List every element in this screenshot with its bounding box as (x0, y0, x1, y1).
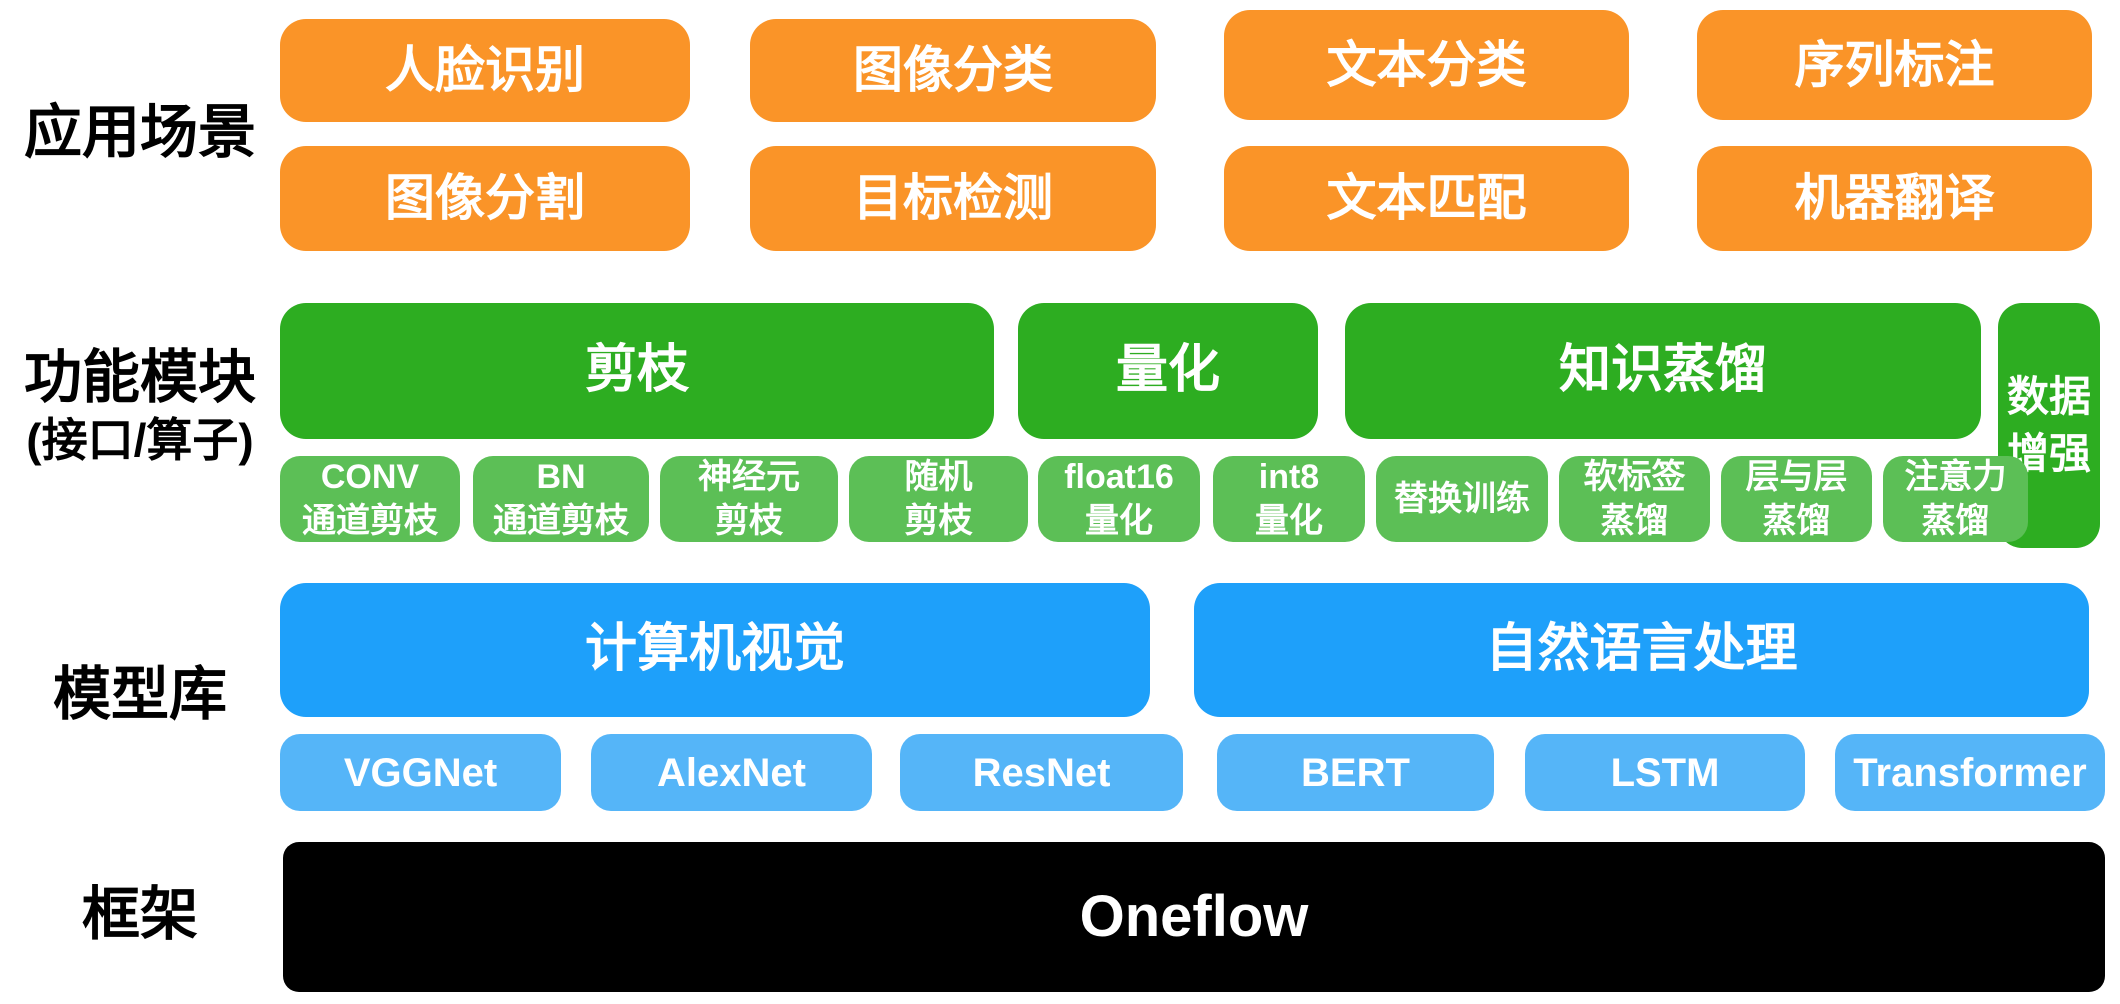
operator-float16-quantization: float16 量化 (1038, 456, 1200, 542)
model-vggnet: VGGNet (280, 734, 561, 811)
tier-label-text: 框架 (81, 882, 198, 947)
operator-line2: 蒸馏 (1921, 502, 1990, 540)
model-transformer: Transformer (1835, 734, 2105, 811)
model-resnet: ResNet (900, 734, 1183, 811)
group-computer-vision: 计算机视觉 (280, 583, 1150, 717)
model-alexnet: AlexNet (591, 734, 872, 811)
operator-conv-channel-pruning: CONV 通道剪枝 (280, 456, 460, 542)
scenario-image-classification: 图像分类 (750, 19, 1156, 122)
operator-line2: 蒸馏 (1762, 502, 1831, 540)
operator-line2: 通道剪枝 (302, 502, 438, 540)
model-lstm: LSTM (1525, 734, 1805, 811)
operator-random-pruning: 随机 剪枝 (849, 456, 1028, 542)
scenario-object-detection: 目标检测 (750, 146, 1156, 251)
tier-label-text: 应用场景 (23, 100, 256, 165)
operator-line2: 剪枝 (904, 502, 973, 540)
operator-neuron-pruning: 神经元 剪枝 (660, 456, 838, 542)
tier-label-function-modules: 功能模块 (接口/算子) (0, 345, 280, 469)
operator-line2: 量化 (1085, 502, 1153, 540)
data-augmentation-line1: 数据 (2006, 372, 2091, 420)
scenario-face-recognition: 人脸识别 (280, 19, 690, 122)
model-bert: BERT (1217, 734, 1494, 811)
operator-bn-channel-pruning: BN 通道剪枝 (473, 456, 649, 542)
operator-int8-quantization: int8 量化 (1213, 456, 1365, 542)
scenario-sequence-labeling: 序列标注 (1697, 10, 2092, 120)
framework-oneflow-bar: Oneflow (283, 842, 2105, 992)
operator-line1: 注意力 (1904, 457, 2007, 496)
operator-line2: 量化 (1255, 502, 1323, 540)
operator-line1: 神经元 (698, 457, 800, 496)
group-nlp: 自然语言处理 (1194, 583, 2089, 717)
operator-line2: 通道剪枝 (493, 502, 629, 540)
group-pruning: 剪枝 (280, 303, 994, 439)
operator-line1: int8 (1258, 457, 1320, 496)
tier-label-framework: 框架 (0, 882, 280, 948)
operator-attention-distillation: 注意力 蒸馏 (1883, 456, 2028, 542)
operator-soft-label-distillation: 软标签 蒸馏 (1559, 456, 1710, 542)
tier-label-subtext: (接口/算子) (26, 414, 254, 466)
operator-line1: 随机 (904, 457, 973, 496)
tier-label-text: 模型库 (52, 662, 227, 727)
operator-replace-training: 替换训练 (1376, 456, 1548, 542)
operator-line2: 剪枝 (715, 502, 783, 540)
scenario-image-segmentation: 图像分割 (280, 146, 690, 251)
operator-line1: 层与层 (1745, 457, 1848, 496)
operator-line1: 软标签 (1583, 457, 1686, 496)
group-knowledge-distillation: 知识蒸馏 (1345, 303, 1981, 439)
scenario-text-classification: 文本分类 (1224, 10, 1629, 120)
operator-layer-distillation: 层与层 蒸馏 (1721, 456, 1872, 542)
operator-line1: CONV (320, 457, 420, 496)
tier-label-application-scenarios: 应用场景 (0, 100, 280, 166)
operator-line2: 蒸馏 (1600, 502, 1669, 540)
scenario-text-matching: 文本匹配 (1224, 146, 1629, 251)
tier-label-model-library: 模型库 (0, 662, 280, 728)
operator-line1: 替换训练 (1394, 479, 1530, 518)
scenario-machine-translation: 机器翻译 (1697, 146, 2092, 251)
tier-label-text: 功能模块 (23, 345, 256, 410)
operator-line1: BN (536, 457, 586, 496)
group-quantization: 量化 (1018, 303, 1318, 439)
operator-line1: float16 (1064, 457, 1174, 496)
